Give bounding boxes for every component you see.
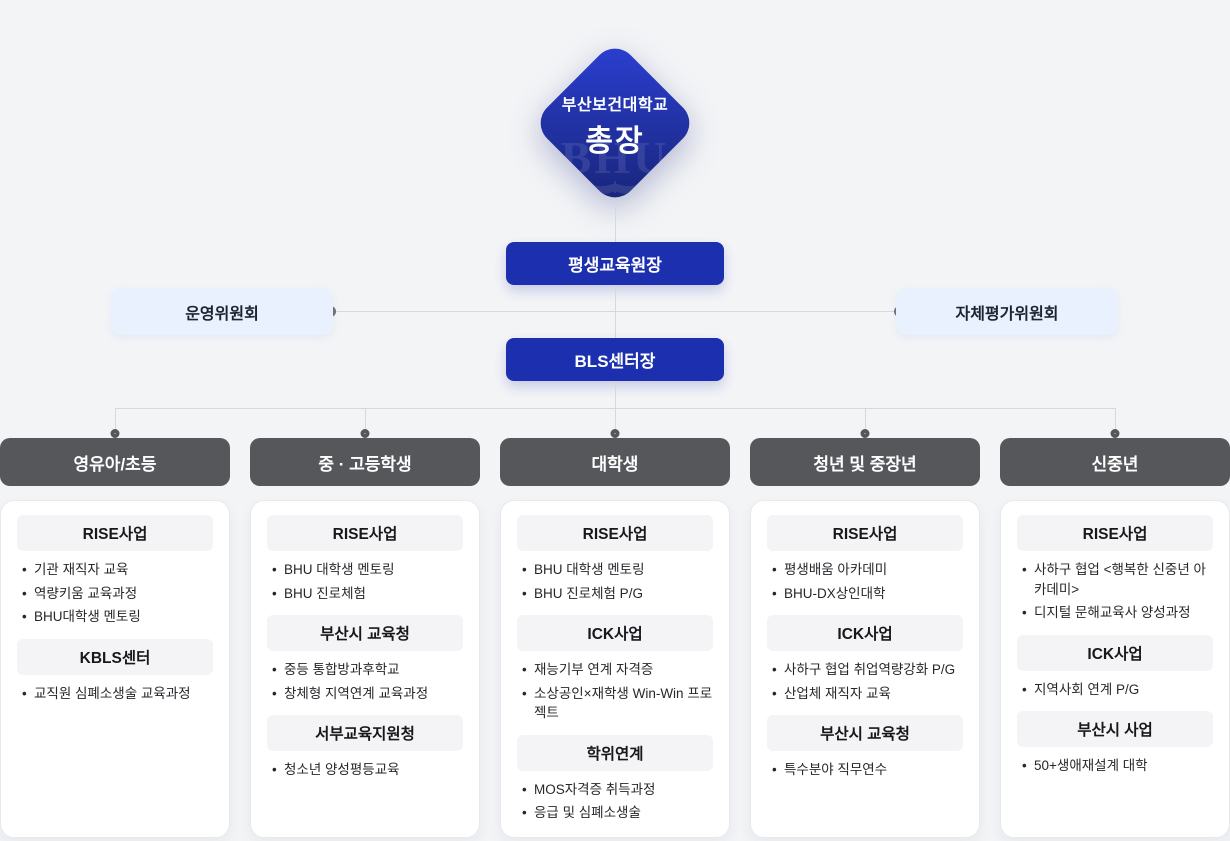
group-title: 영유아/초등 bbox=[73, 454, 157, 474]
section-list: 특수분야 직무연수 bbox=[765, 760, 965, 780]
connector-dot bbox=[360, 429, 370, 438]
section-list: 평생배움 아카데미 BHU-DX상인대학 bbox=[765, 560, 965, 603]
section-heading: 학위연계 bbox=[517, 734, 713, 771]
section-heading: RISE사업 bbox=[767, 515, 963, 551]
section-list: MOS자격증 취득과정응급 및 심폐소생술 bbox=[515, 780, 715, 823]
institution-name: 부산보건대학교 bbox=[561, 97, 669, 114]
program-item: MOS자격증 취득과정 bbox=[521, 780, 715, 800]
program-item: 중등 통합방과후학교 bbox=[271, 660, 465, 680]
tree-drop-line bbox=[864, 408, 866, 439]
section-list: 청소년 양성평등교육 bbox=[265, 760, 465, 780]
section-list: 50+생애재설계 대학 bbox=[1015, 756, 1215, 776]
section-heading: 부산시 사업 bbox=[1017, 711, 1213, 748]
connector-dot bbox=[1110, 429, 1120, 438]
section-list: 지역사회 연계 P/G bbox=[1015, 680, 1215, 700]
section-list: BHU 대학생 멘토링 BHU 진로체험 bbox=[265, 560, 465, 603]
section-heading: RISE사업 bbox=[267, 515, 463, 551]
section-heading: 부산시 교육청 bbox=[267, 615, 463, 652]
program-item: 지역사회 연계 P/G bbox=[1021, 680, 1215, 700]
program-item: 창체형 지역연계 교육과정 bbox=[271, 684, 465, 704]
group-header-1: 영유아/초등 bbox=[0, 429, 230, 486]
section-heading: KBLS센터 bbox=[17, 638, 213, 675]
program-item: BHU-DX상인대학 bbox=[771, 584, 965, 604]
connector-dot bbox=[610, 429, 620, 438]
program-item: BHU 대학생 멘토링 bbox=[521, 560, 715, 580]
program-item: 응급 및 심폐소생술 bbox=[521, 803, 715, 823]
program-item: BHU 대학생 멘토링 bbox=[271, 560, 465, 580]
program-item: 역량키움 교육과정 bbox=[21, 584, 215, 604]
program-item: 기관 재직자 교육 bbox=[21, 560, 215, 580]
section-list: BHU 대학생 멘토링 BHU 진로체험 P/G bbox=[515, 560, 715, 603]
section-list: 사하구 협업 취업역량강화 P/G 산업체 재직자 교육 bbox=[765, 660, 965, 703]
program-item: 산업체 재직자 교육 bbox=[771, 684, 965, 704]
section-list: 사하구 협업 <행복한 신중년 아카데미> 디지털 문해교육사 양성과정 bbox=[1015, 560, 1215, 623]
connector-dot bbox=[110, 429, 120, 438]
program-item: 50+생애재설계 대학 bbox=[1021, 756, 1215, 776]
group-card-4: RISE사업평생배움 아카데미 BHU-DX상인대학 ICK사업사하구 협업 취업역… bbox=[750, 500, 980, 838]
director-bar: 평생교육원장 bbox=[506, 242, 724, 285]
self-evaluation-committee-box: 자체평가위원회 bbox=[896, 288, 1118, 335]
connector-dot bbox=[860, 429, 870, 438]
bhu-watermark-text: BHU bbox=[560, 132, 670, 183]
group-header-3: 대학생 bbox=[500, 429, 730, 486]
group-title: 중 · 고등학생 bbox=[318, 454, 412, 474]
section-heading: RISE사업 bbox=[1017, 515, 1213, 551]
group-card-3: RISE사업 BHU 대학생 멘토링 BHU 진로체험 P/G ICK사업재능기부 연… bbox=[500, 500, 730, 838]
bls-center-head-bar: BLS센터장 bbox=[506, 338, 724, 381]
section-list: 중등 통합방과후학교창체형 지역연계 교육과정 bbox=[265, 660, 465, 703]
program-item: 평생배움 아카데미 bbox=[771, 560, 965, 580]
steering-committee-box: 운영위원회 bbox=[111, 288, 333, 335]
group-header-5: 신중년 bbox=[1000, 429, 1230, 486]
section-list: 기관 재직자 교육역량키움 교육과정 BHU대학생 멘토링 bbox=[15, 560, 215, 627]
group-card-1: RISE사업기관 재직자 교육역량키움 교육과정 BHU대학생 멘토링 KBLS센터… bbox=[0, 500, 230, 838]
program-item: BHU 진로체험 bbox=[271, 584, 465, 604]
open-book-icon bbox=[580, 179, 650, 195]
president-diamond-shape: BHU 부산보건대학교 총장 bbox=[531, 39, 699, 207]
program-item: 특수분야 직무연수 bbox=[771, 760, 965, 780]
president-diamond: BHU 부산보건대학교 총장 bbox=[531, 39, 699, 207]
group-title: 청년 및 중장년 bbox=[813, 454, 917, 474]
section-heading: RISE사업 bbox=[517, 515, 713, 551]
group-title: 신중년 bbox=[1091, 454, 1139, 474]
program-item: 사하구 협업 <행복한 신중년 아카데미> bbox=[1021, 560, 1215, 599]
section-list: 재능기부 연계 자격증소상공인×재학생 Win-Win 프로젝트 bbox=[515, 660, 715, 723]
group-header-2: 중 · 고등학생 bbox=[250, 429, 480, 486]
program-item: BHU 진로체험 P/G bbox=[521, 584, 715, 604]
program-item: 교직원 심폐소생술 교육과정 bbox=[21, 684, 215, 704]
program-item: 청소년 양성평등교육 bbox=[271, 760, 465, 780]
program-item: 디지털 문해교육사 양성과정 bbox=[1021, 603, 1215, 623]
program-item: 사하구 협업 취업역량강화 P/G bbox=[771, 660, 965, 680]
program-item: 재능기부 연계 자격증 bbox=[521, 660, 715, 680]
section-heading: 부산시 교육청 bbox=[767, 715, 963, 752]
connector-diamond-director bbox=[614, 206, 616, 242]
group-title: 대학생 bbox=[591, 454, 639, 474]
connector-bls-tree bbox=[614, 381, 616, 408]
group-card-5: RISE사업사하구 협업 <행복한 신중년 아카데미> 디지털 문해교육사 양성과… bbox=[1000, 500, 1230, 838]
tree-drop-line bbox=[1114, 408, 1116, 439]
section-heading: ICK사업 bbox=[1017, 634, 1213, 671]
group-header-4: 청년 및 중장년 bbox=[750, 429, 980, 486]
section-heading: ICK사업 bbox=[517, 615, 713, 652]
program-item: 소상공인×재학생 Win-Win 프로젝트 bbox=[521, 684, 715, 723]
tree-drop-line bbox=[114, 408, 116, 439]
section-heading: ICK사업 bbox=[767, 615, 963, 652]
section-heading: 서부교육지원청 bbox=[267, 715, 463, 752]
section-heading: RISE사업 bbox=[17, 515, 213, 551]
tree-drop-line bbox=[614, 408, 616, 439]
tree-drop-line bbox=[364, 408, 366, 439]
program-item: BHU대학생 멘토링 bbox=[21, 607, 215, 627]
section-list: 교직원 심폐소생술 교육과정 bbox=[15, 684, 215, 704]
committee-line bbox=[330, 311, 900, 312]
